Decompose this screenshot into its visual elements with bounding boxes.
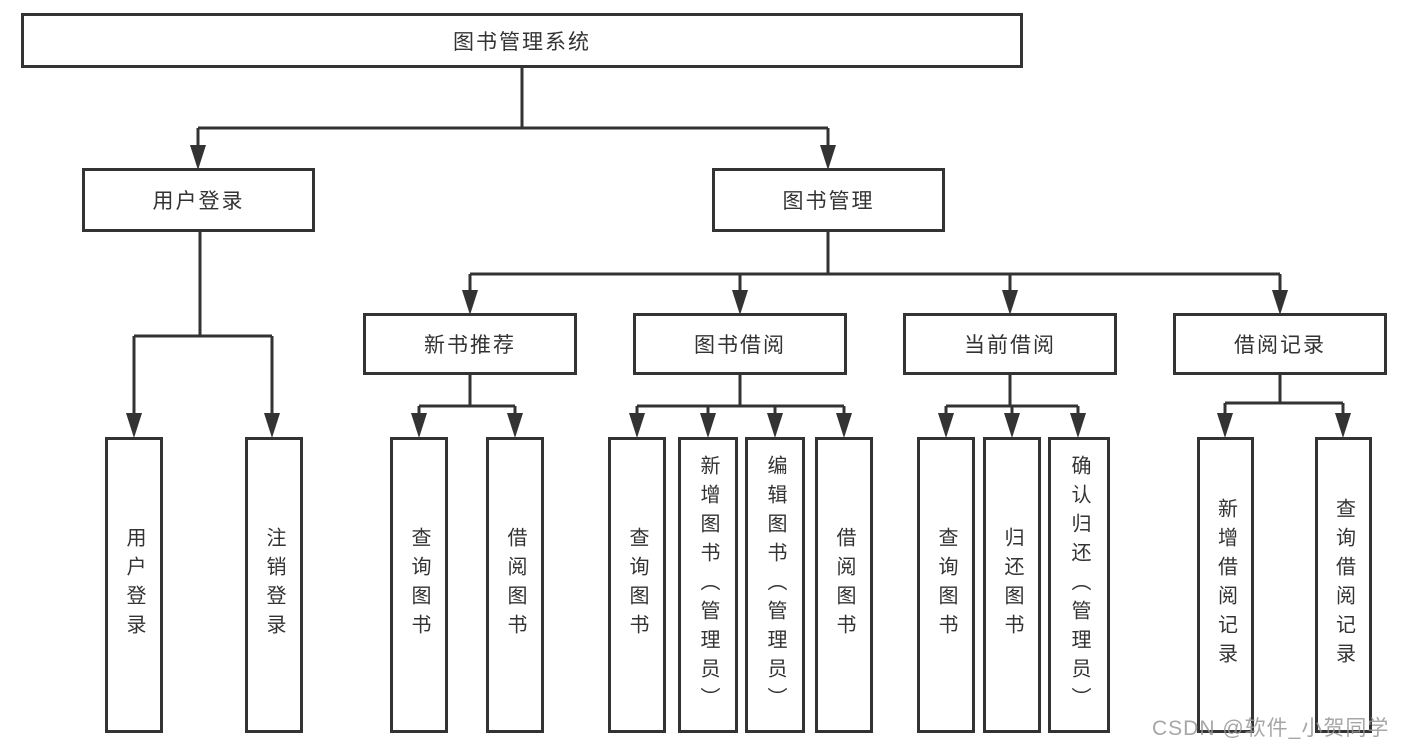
leaf-return-books-label: 归还图书 [1001, 527, 1023, 643]
leaf-edit-books-admin-label: 编辑图书（管理员） [764, 454, 786, 716]
leaf-confirm-return-admin: 确认归还（管理员） [1048, 437, 1110, 733]
node-borrowing-records: 借阅记录 [1173, 313, 1387, 375]
leaf-query-books-recommend: 查询图书 [390, 437, 448, 733]
leaf-confirm-return-admin-label: 确认归还（管理员） [1068, 454, 1090, 716]
node-borrowing-records-label: 借阅记录 [1234, 334, 1326, 357]
arrowheads [126, 145, 1351, 438]
node-current-borrowing: 当前借阅 [903, 313, 1117, 375]
csdn-watermark: CSDN @软件_小贺同学 [1152, 717, 1390, 740]
node-book-borrowing-label: 图书借阅 [694, 334, 786, 357]
node-current-borrowing-label: 当前借阅 [964, 334, 1056, 357]
leaf-query-books-recommend-label: 查询图书 [408, 527, 430, 643]
node-book-borrowing: 图书借阅 [633, 313, 847, 375]
leaf-logout-label: 注销登录 [263, 527, 285, 643]
leaf-logout: 注销登录 [245, 437, 303, 733]
leaf-query-books-current-label: 查询图书 [935, 527, 957, 643]
leaf-borrow-books-borrowing-label: 借阅图书 [833, 527, 855, 643]
leaf-add-borrow-record-label: 新增借阅记录 [1214, 498, 1237, 672]
leaf-borrow-books-recommend: 借阅图书 [486, 437, 544, 733]
leaf-query-books-borrowing: 查询图书 [608, 437, 666, 733]
leaf-add-books-admin-label: 新增图书（管理员） [697, 454, 719, 716]
node-root-label: 图书管理系统 [453, 30, 591, 54]
leaf-borrow-books-borrowing: 借阅图书 [815, 437, 873, 733]
leaf-edit-books-admin: 编辑图书（管理员） [745, 437, 805, 733]
leaf-query-books-current: 查询图书 [917, 437, 975, 733]
node-new-book-recommendation: 新书推荐 [363, 313, 577, 375]
leaf-add-borrow-record: 新增借阅记录 [1197, 437, 1254, 733]
leaf-query-borrow-record: 查询借阅记录 [1315, 437, 1372, 733]
leaf-user-login: 用户登录 [105, 437, 163, 733]
leaf-query-borrow-record-label: 查询借阅记录 [1332, 498, 1355, 672]
leaf-query-books-borrowing-label: 查询图书 [626, 527, 648, 643]
leaf-add-books-admin: 新增图书（管理员） [678, 437, 738, 733]
node-root-system: 图书管理系统 [21, 13, 1023, 68]
node-user-login: 用户登录 [82, 168, 315, 232]
node-new-book-recommendation-label: 新书推荐 [424, 334, 516, 357]
leaf-return-books: 归还图书 [983, 437, 1041, 733]
leaf-borrow-books-recommend-label: 借阅图书 [504, 527, 526, 643]
leaf-user-login-label: 用户登录 [123, 527, 145, 643]
node-book-management: 图书管理 [712, 168, 945, 232]
node-user-login-label: 用户登录 [152, 190, 245, 213]
node-book-management-label: 图书管理 [782, 190, 875, 213]
